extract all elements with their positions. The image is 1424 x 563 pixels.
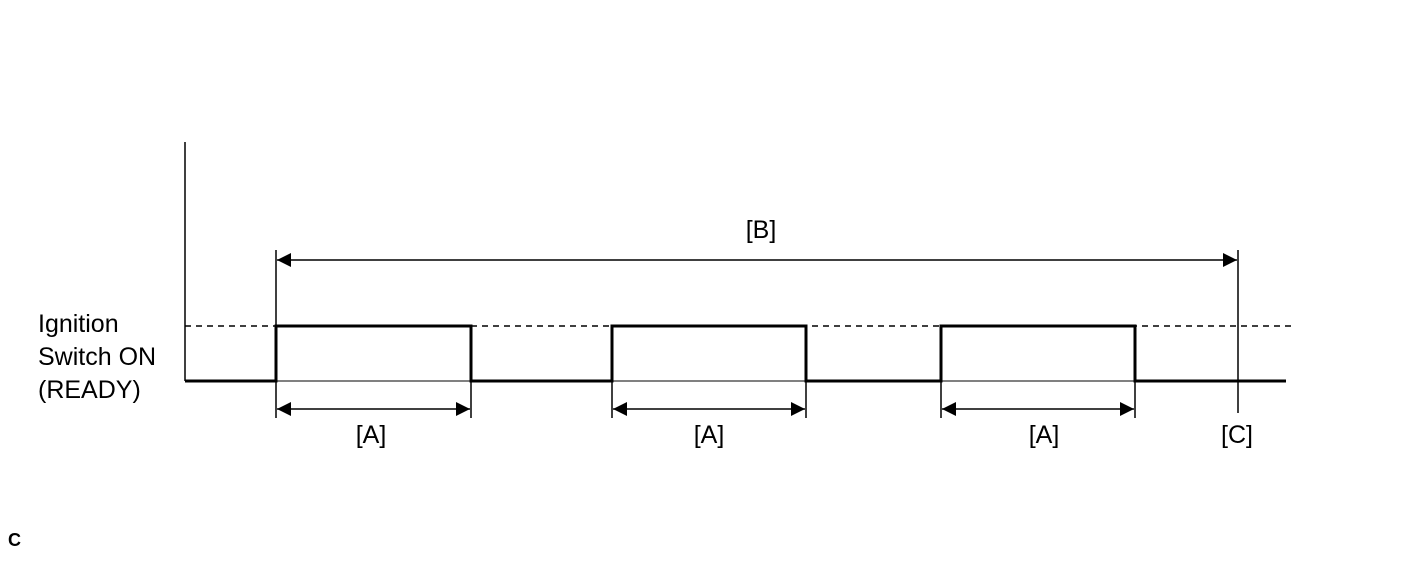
label-a-2: [A] [693, 421, 725, 449]
label-a-1: [A] [355, 421, 387, 449]
signal-label-line-2: Switch ON [38, 343, 157, 371]
signal-label-line-1: Ignition [38, 310, 119, 338]
label-c: [C] [1221, 421, 1253, 449]
corner-mark: C [8, 530, 21, 550]
ignition-signal-waveform [185, 324, 1286, 383]
label-b: [B] [745, 216, 777, 244]
label-a-3: [A] [1028, 421, 1060, 449]
signal-label: Ignition Switch ON (READY) [38, 308, 156, 407]
signal-label-line-3: (READY) [38, 376, 141, 404]
